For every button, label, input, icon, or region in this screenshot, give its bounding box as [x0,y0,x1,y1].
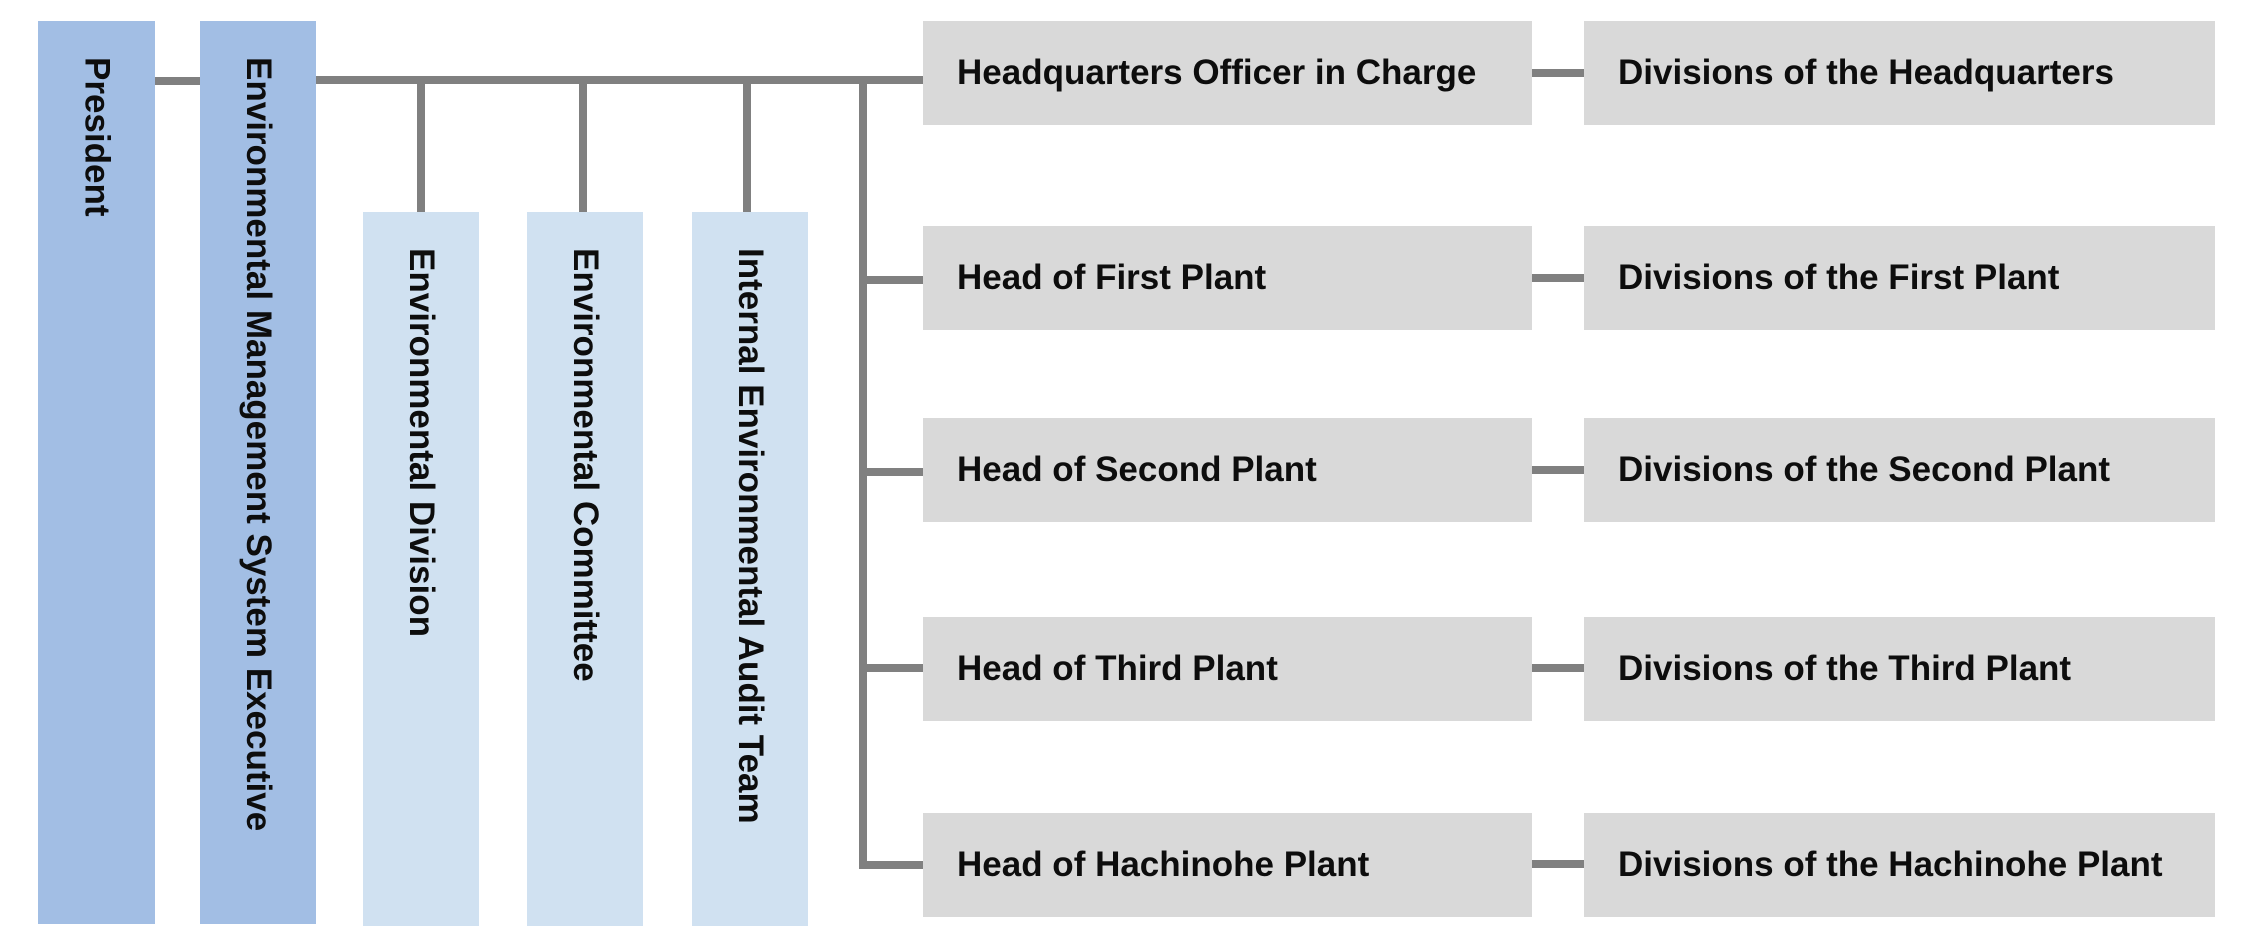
connector-main-horizontal [316,76,924,84]
connector-to-third-plant-head [863,664,924,672]
head-hachinohe-plant-box: Head of Hachinohe Plant [923,813,1532,917]
president-box: President [38,21,155,924]
connector-headquarters-to-divisions [1531,69,1584,77]
connector-hachinohe-plant-to-divisions [1531,860,1584,868]
connector-to-audit-team [743,80,751,213]
connector-to-first-plant-head [863,276,924,284]
connector-third-plant-to-divisions [1531,664,1584,672]
connector-to-second-plant-head [863,468,924,476]
connector-president-to-executive [155,77,201,85]
connector-to-environmental-division [417,80,425,213]
head-second-plant-label: Head of Second Plant [957,450,1317,489]
divisions-third-plant-box: Divisions of the Third Plant [1584,617,2215,721]
connector-first-plant-to-divisions [1531,274,1584,282]
audit-team-box: Internal Environmental Audit Team [692,212,808,926]
head-hachinohe-plant-label: Head of Hachinohe Plant [957,845,1370,884]
divisions-hachinohe-plant-label: Divisions of the Hachinohe Plant [1618,845,2163,884]
head-third-plant-label: Head of Third Plant [957,649,1278,688]
connector-to-hachinohe-plant-head [859,861,924,869]
head-third-plant-box: Head of Third Plant [923,617,1532,721]
head-first-plant-box: Head of First Plant [923,226,1532,330]
divisions-third-plant-label: Divisions of the Third Plant [1618,649,2072,688]
head-headquarters-label: Headquarters Officer in Charge [957,53,1477,92]
environmental-committee-label: Environmental Committee [566,248,605,682]
ems-executive-label: Environmental Management System Executiv… [239,57,278,832]
president-label: President [77,57,117,217]
divisions-headquarters-label: Divisions of the Headquarters [1618,53,2114,92]
divisions-second-plant-label: Divisions of the Second Plant [1618,450,2111,489]
connector-second-plant-to-divisions [1531,466,1584,474]
environmental-committee-box: Environmental Committee [527,212,643,926]
divisions-second-plant-box: Divisions of the Second Plant [1584,418,2215,522]
ems-executive-box: Environmental Management System Executiv… [200,21,316,924]
connector-to-environmental-committee [579,80,587,213]
divisions-hachinohe-plant-box: Divisions of the Hachinohe Plant [1584,813,2215,917]
head-first-plant-label: Head of First Plant [957,258,1267,297]
head-second-plant-box: Head of Second Plant [923,418,1532,522]
head-headquarters-box: Headquarters Officer in Charge [923,21,1532,125]
environmental-division-label: Environmental Division [402,248,441,637]
audit-team-label: Internal Environmental Audit Team [731,248,770,824]
divisions-headquarters-box: Divisions of the Headquarters [1584,21,2215,125]
divisions-first-plant-label: Divisions of the First Plant [1618,258,2060,297]
environmental-division-box: Environmental Division [363,212,479,926]
divisions-first-plant-box: Divisions of the First Plant [1584,226,2215,330]
